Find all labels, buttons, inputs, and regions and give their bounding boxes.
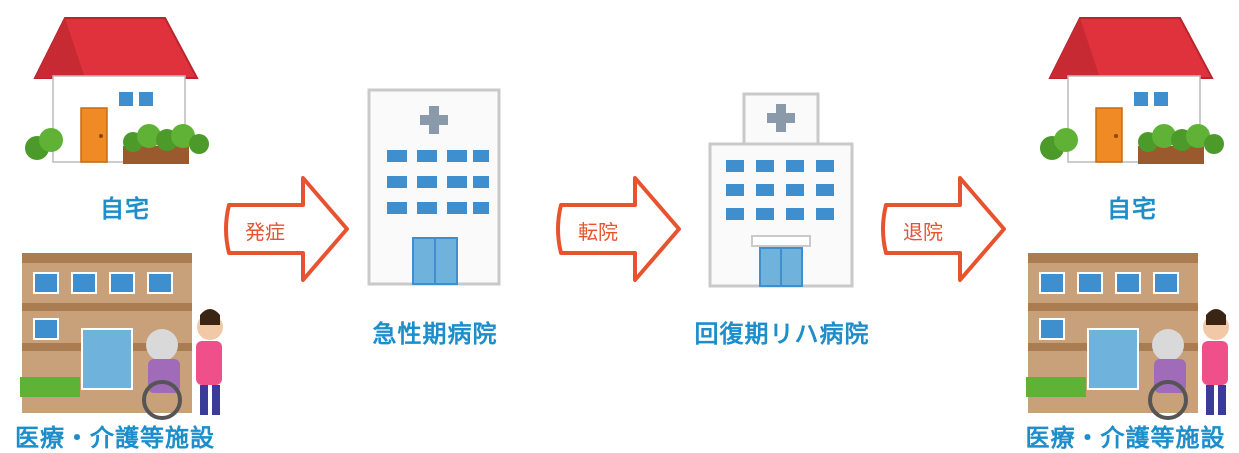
transition-arrow-transfer (553, 172, 685, 287)
facility-label-left: 医療・介護等施設 (15, 424, 215, 452)
arrow-label-onset: 発症 (245, 220, 285, 244)
acute-hospital-illustration (365, 88, 505, 288)
facility-label-right: 医療・介護等施設 (1025, 424, 1226, 452)
home-illustration-left (15, 8, 215, 168)
acute-hospital-label: 急性期病院 (372, 320, 498, 348)
home-illustration-right (1030, 8, 1230, 168)
care-facility-illustration-left (12, 245, 227, 425)
rehab-hospital-label: 回復期リハ病院 (694, 320, 870, 348)
arrow-label-discharge: 退院 (903, 220, 943, 244)
arrow-label-transfer: 転院 (578, 220, 618, 244)
transition-arrow-discharge (878, 172, 1010, 287)
home-label-left: 自宅 (100, 195, 150, 223)
care-facility-illustration-right (1018, 245, 1233, 425)
rehab-hospital-illustration (706, 90, 856, 290)
home-label-right: 自宅 (1107, 195, 1157, 223)
transition-arrow-onset (221, 172, 353, 287)
